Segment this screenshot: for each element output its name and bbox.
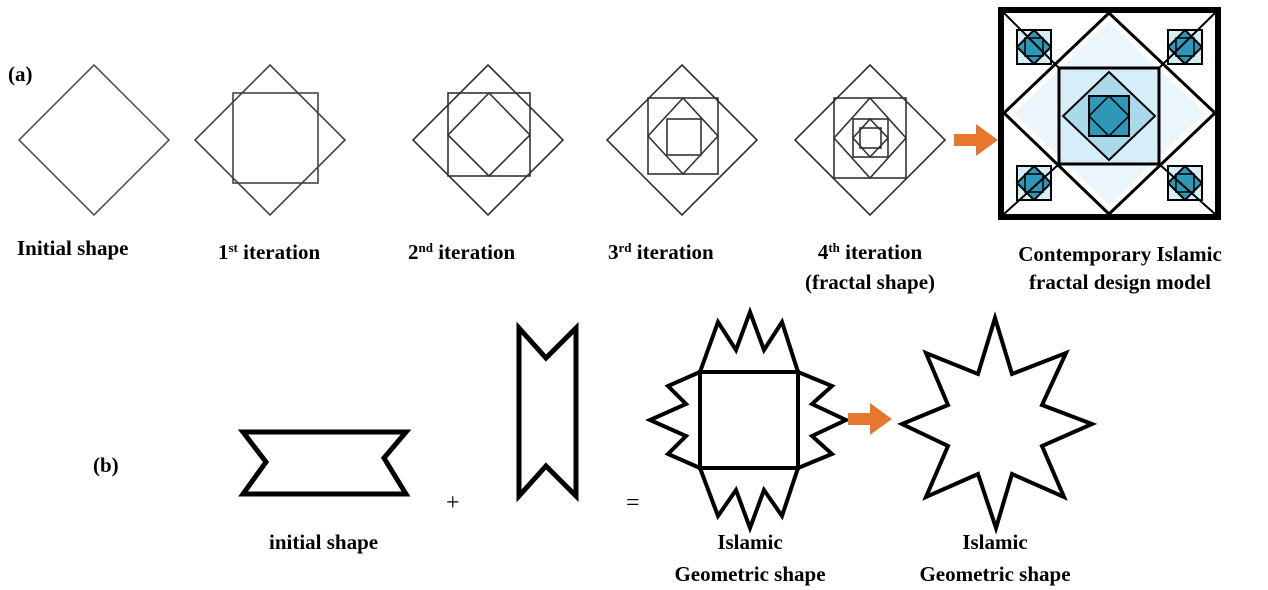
corner-motif-top-right <box>1166 28 1204 66</box>
iteration-word: iteration <box>237 240 321 264</box>
islamic-star-final <box>897 311 1098 535</box>
equals-sign: = <box>626 490 640 516</box>
geo1-line1: Islamic <box>717 530 783 554</box>
bowtie-initial-shape <box>237 429 412 497</box>
ordinal-suffix: st <box>228 240 238 255</box>
panel-label-b: (b) <box>93 453 119 477</box>
corner-motif-bottom-left <box>1015 164 1053 202</box>
label-first-iteration: 1st iteration <box>218 236 320 264</box>
fourth-iteration-line1: 4th iteration <box>790 236 950 264</box>
corner-motif-top-left <box>1015 28 1053 66</box>
iteration-number: 2 <box>408 240 419 264</box>
model-line1: Contemporary Islamic <box>1018 242 1222 266</box>
label-fourth-iteration: 4th iteration (fractal shape) <box>790 236 950 294</box>
iteration-number: 1 <box>218 240 229 264</box>
geo2-line2: Geometric shape <box>919 562 1071 586</box>
geo1-line2: Geometric shape <box>674 562 826 586</box>
fourth-iteration-shape <box>793 63 947 217</box>
bowtie-rotated-shape <box>516 321 579 503</box>
ordinal-suffix: nd <box>418 240 433 255</box>
initial-diamond-shape <box>17 63 171 217</box>
orange-arrow-b <box>848 403 892 435</box>
label-geometric-shape-1: Islamic Geometric shape <box>670 530 830 586</box>
islamic-star-with-square <box>645 306 851 534</box>
model-line2: fractal design model <box>1029 270 1211 294</box>
ordinal-suffix: th <box>828 240 840 255</box>
iteration-word: iteration <box>839 240 923 264</box>
ordinal-suffix: rd <box>618 240 632 255</box>
plus-sign: + <box>446 490 460 516</box>
first-iteration-shape <box>193 63 347 217</box>
iteration-number: 3 <box>608 240 619 264</box>
label-contemporary-model: Contemporary Islamic fractal design mode… <box>995 242 1245 294</box>
fourth-iteration-line2: (fractal shape) <box>804 270 936 294</box>
label-geometric-shape-2: Islamic Geometric shape <box>915 530 1075 586</box>
second-iteration-shape <box>411 63 565 217</box>
orange-arrow-a <box>954 124 998 156</box>
panel-label-a: (a) <box>8 62 33 86</box>
iteration-word: iteration <box>432 240 516 264</box>
label-second-iteration: 2nd iteration <box>408 236 515 264</box>
iteration-number: 4 <box>817 240 829 264</box>
islamic-fractal-tile <box>998 7 1221 220</box>
geo2-line1: Islamic <box>962 530 1028 554</box>
iteration-word: iteration <box>631 240 714 264</box>
label-initial-shape: Initial shape <box>17 236 129 260</box>
label-initial-shape-b: initial shape <box>269 530 379 554</box>
corner-motif-bottom-right <box>1166 164 1204 202</box>
third-iteration-shape <box>605 63 759 217</box>
label-third-iteration: 3rd iteration <box>608 236 714 264</box>
